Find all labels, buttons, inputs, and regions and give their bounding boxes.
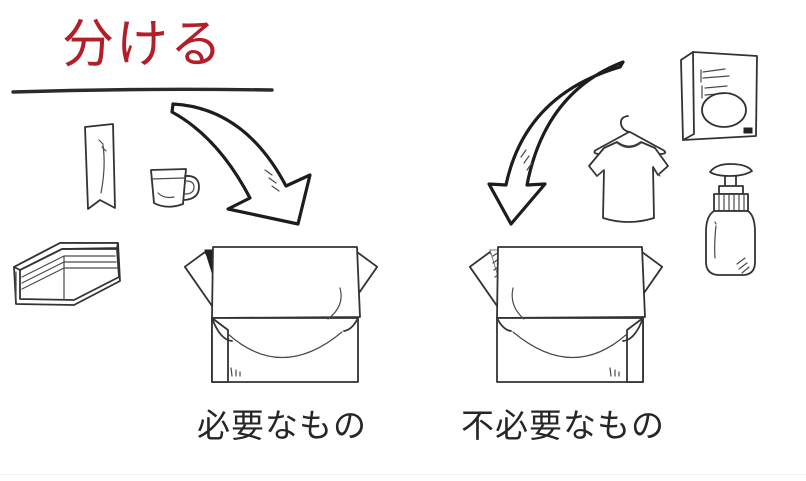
mug-icon: [150, 168, 200, 208]
bottom-divider: [0, 474, 806, 475]
page-title: 分ける: [62, 15, 225, 75]
open-box-icon: [468, 246, 664, 383]
product-box-icon: [680, 51, 758, 141]
bookmark-strip-icon: [84, 123, 116, 210]
curved-arrow-icon: [487, 60, 625, 226]
caption-unnecessary: 不必要なもの: [461, 406, 665, 445]
pump-bottle-icon: [705, 163, 756, 276]
title-underline: [11, 87, 274, 94]
curved-arrow-icon: [170, 102, 312, 226]
open-box-icon: [183, 246, 379, 383]
book-icon: [13, 242, 121, 306]
caption-necessary: 必要なもの: [197, 406, 367, 445]
tshirt-hanger-icon: [588, 115, 669, 223]
